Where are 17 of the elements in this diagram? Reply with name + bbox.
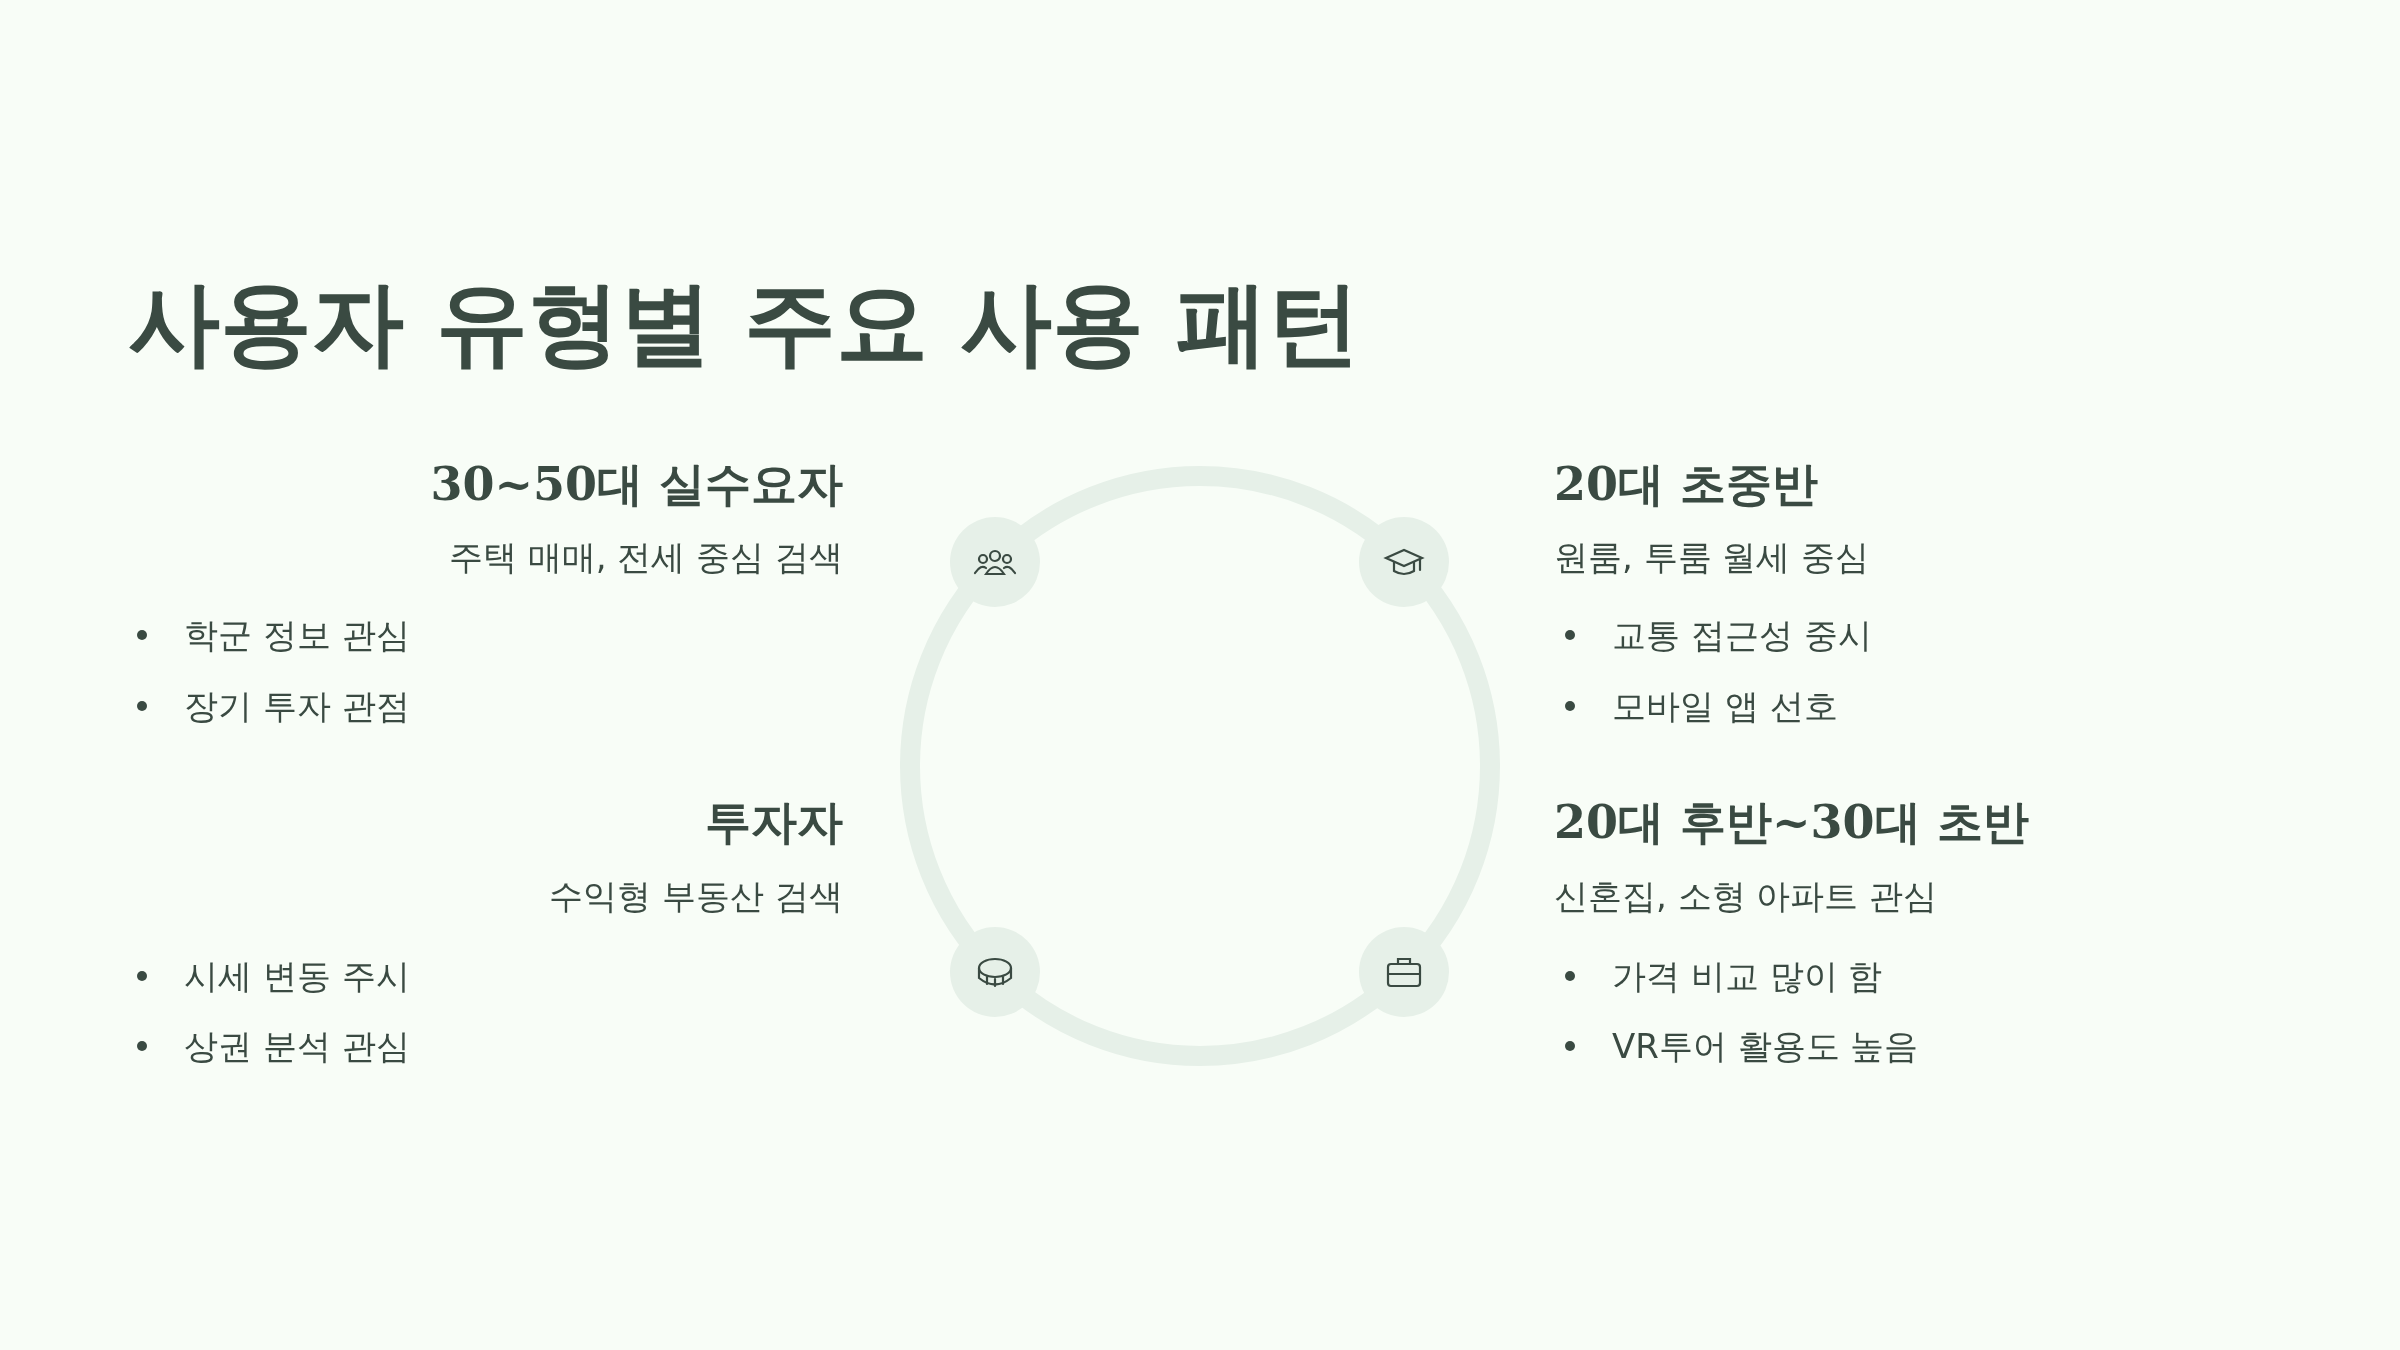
group-heading: 20대 초중반 — [1554, 456, 1819, 513]
group-description: 원룸, 투룸 월세 중심 — [1554, 536, 1870, 579]
bullet-text: 장기 투자 관점 — [184, 685, 410, 728]
group-heading: 20대 후반~30대 초반 — [1554, 794, 2029, 851]
group-heading: 투자자 — [705, 794, 843, 851]
slide-title: 사용자 유형별 주요 사용 패턴 — [128, 269, 1361, 379]
bullet-text: 모바일 앱 선호 — [1612, 685, 1838, 728]
group-description: 주택 매매, 전세 중심 검색 — [448, 536, 843, 579]
bullet-text: VR투어 활용도 높음 — [1612, 1025, 1919, 1068]
group-description: 수익형 부동산 검색 — [549, 875, 843, 918]
bullet-text: 상권 분석 관심 — [184, 1025, 410, 1068]
group-heading: 30~50대 실수요자 — [430, 456, 843, 513]
bullet-text: 시세 변동 주시 — [184, 955, 410, 998]
bullet-text: 교통 접근성 중시 — [1612, 614, 1872, 657]
bullet-text: 가격 비교 많이 함 — [1612, 955, 1883, 998]
bullet-text: 학군 정보 관심 — [184, 614, 410, 657]
group-description: 신혼집, 소형 아파트 관심 — [1554, 875, 1938, 918]
